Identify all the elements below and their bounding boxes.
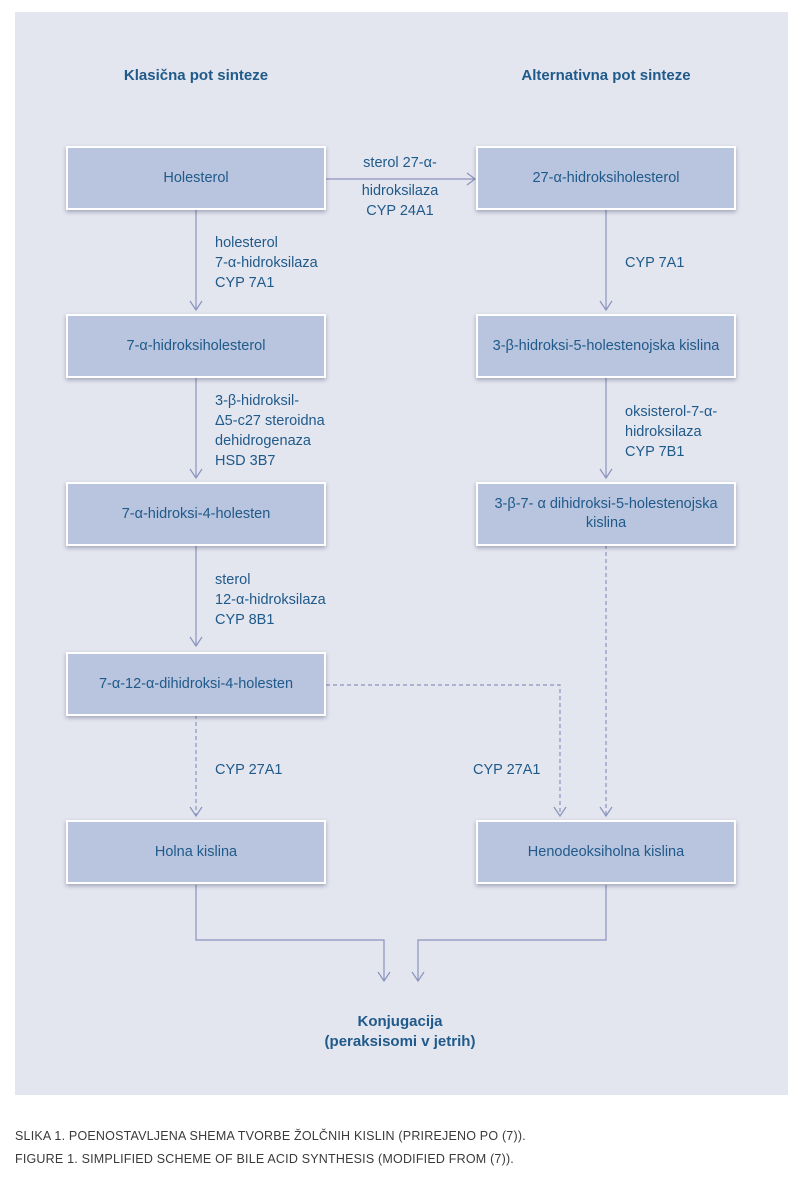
enzyme-line: CYP 27A1 xyxy=(215,762,283,778)
enzyme-line: dehidrogenaza xyxy=(215,433,311,449)
line-chenodeoxycholic-to-conjugation xyxy=(417,885,607,980)
arrowhead-27-hydroxy xyxy=(466,172,476,186)
arrowhead-cholestenoic xyxy=(599,300,613,312)
enzyme-line: 3-β-hidroksil- xyxy=(215,393,300,409)
caption-english: FIGURE 1. SIMPLIFIED SCHEME OF BILE ACID… xyxy=(15,1152,514,1166)
line-cholic-to-conjugation xyxy=(195,885,385,980)
node-holesterol: Holesterol xyxy=(66,146,326,210)
arrowhead-chenodeoxycholic-right xyxy=(599,806,613,818)
enzyme-line: HSD 3B7 xyxy=(215,453,276,469)
node-27-alpha-hydroxycholesterol: 27-α-hidroksiholesterol xyxy=(476,146,736,210)
node-3-beta-hydroxy-cholestenoic-acid: 3-β-hidroksi-5-holestenojska kislina xyxy=(476,314,736,378)
node-7-alpha-hydroxy-4-cholesten: 7-α-hidroksi-4-holesten xyxy=(66,482,326,546)
enzyme-line: Δ5-c27 steroidna xyxy=(215,413,325,429)
enzyme-label-hsd3b7: 3-β-hidroksil- Δ5-c27 steroidna dehidrog… xyxy=(215,391,325,471)
enzyme-line: CYP 8B1 xyxy=(215,612,275,628)
arrowhead-chenodeoxycholic-left xyxy=(553,806,567,818)
enzyme-label-cyp7a1-classic: holesterol 7-α-hidroksilaza CYP 7A1 xyxy=(215,233,318,293)
arrowhead-dihydroxy-acid xyxy=(599,468,613,480)
enzyme-label-cyp27a1-right: CYP 27A1 xyxy=(473,760,540,780)
enzyme-line: hidroksilaza xyxy=(361,183,439,199)
arrowhead-7-hydroxy xyxy=(189,300,203,312)
enzyme-line: sterol xyxy=(215,572,251,588)
enzyme-line: CYP 7A1 xyxy=(625,255,685,271)
enzyme-line: CYP 24A1 xyxy=(366,203,434,219)
enzyme-label-sterol-27-hydroxylase: sterol 27-α- hidroksilaza CYP 24A1 xyxy=(335,153,465,221)
enzyme-line: CYP 27A1 xyxy=(473,762,541,778)
enzyme-line: oksisterol-7-α- xyxy=(625,404,718,420)
node-7-alpha-12-alpha-dihydroxy-4-cholesten: 7-α-12-α-dihidroksi-4-holesten xyxy=(66,652,326,716)
heading-classic-pathway: Klasična pot sinteze xyxy=(123,67,269,84)
enzyme-label-cyp8b1: sterol 12-α-hidroksilaza CYP 8B1 xyxy=(215,570,326,630)
node-3-beta-7-alpha-dihydroxy-cholestenoic-acid: 3-β-7- α dihidroksi-5-holestenojska kisl… xyxy=(476,482,736,546)
caption-slovene: SLIKA 1. POENOSTAVLJENA SHEMA TVORBE ŽOL… xyxy=(15,1129,526,1143)
arrowhead-4-cholesten xyxy=(189,468,203,480)
enzyme-line: 7-α-hidroksilaza xyxy=(215,255,318,271)
enzyme-line: CYP 7A1 xyxy=(215,275,275,291)
conjugation-subtitle: (peraksisomi v jetrih) xyxy=(324,1033,476,1050)
enzyme-line: 12-α-hidroksilaza xyxy=(215,592,326,608)
node-cholic-acid: Holna kislina xyxy=(66,820,326,884)
arrowhead-dihydroxy-4-cholesten xyxy=(189,636,203,648)
enzyme-label-cyp7b1: oksisterol-7-α- hidroksilaza CYP 7B1 xyxy=(625,402,717,462)
arrowhead-conjugation-right xyxy=(411,971,425,983)
enzyme-line: sterol 27-α- xyxy=(363,155,437,171)
enzyme-line: CYP 7B1 xyxy=(625,444,685,460)
conjugation-label: Konjugacija (peraksisomi v jetrih) xyxy=(250,1012,550,1052)
node-7-alpha-hydroxycholesterol: 7-α-hidroksiholesterol xyxy=(66,314,326,378)
enzyme-line: hidroksilaza xyxy=(625,424,702,440)
enzyme-line: holesterol xyxy=(215,235,278,251)
heading-alternative-pathway: Alternativna pot sinteze xyxy=(521,67,691,84)
enzyme-label-cyp27a1-left: CYP 27A1 xyxy=(215,760,282,780)
conjugation-title: Konjugacija xyxy=(357,1013,443,1030)
arrowhead-conjugation-left xyxy=(377,971,391,983)
arrowhead-cholic xyxy=(189,806,203,818)
node-chenodeoxycholic-acid: Henodeoksiholna kislina xyxy=(476,820,736,884)
enzyme-label-cyp7a1-alternative: CYP 7A1 xyxy=(625,253,684,273)
dashed-dihydroxy-to-chenodeoxycholic xyxy=(326,684,561,815)
